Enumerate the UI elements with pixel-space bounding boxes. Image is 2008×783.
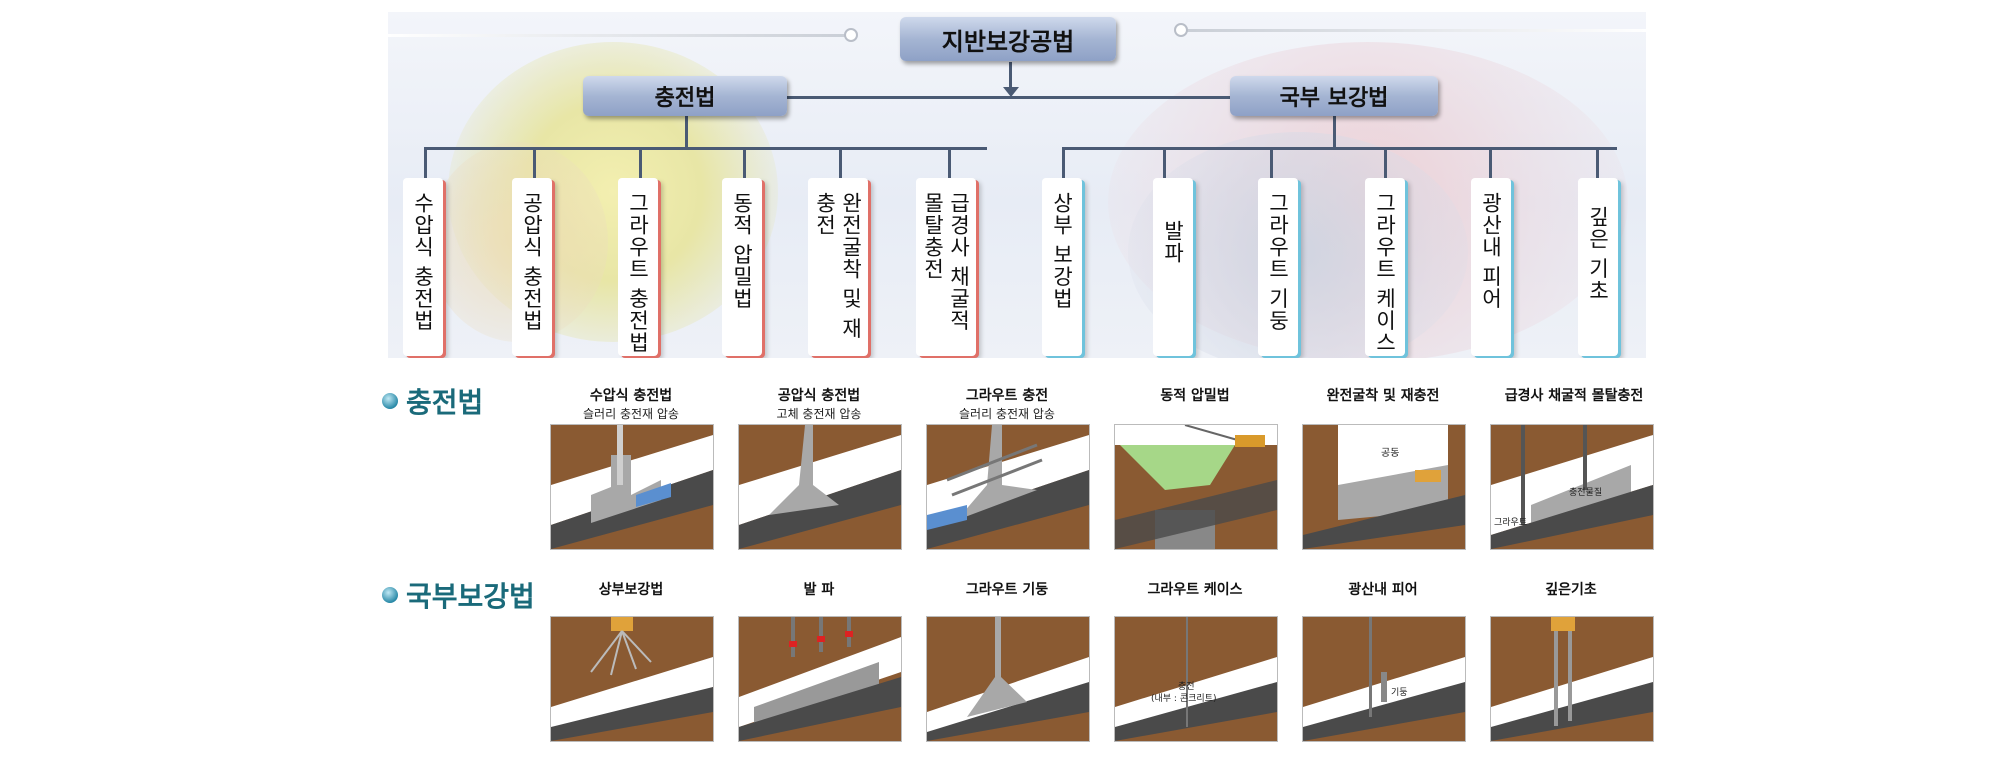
connector-line xyxy=(1489,147,1492,179)
connector-line xyxy=(1384,147,1387,179)
illustration-mine-pier: 기둥 xyxy=(1302,616,1466,742)
leaf-label: 그라우트 케이스 xyxy=(1373,192,1397,354)
section-title: 충전법 xyxy=(406,386,484,419)
connector-line xyxy=(628,96,1328,99)
leaf-node: 광산내 피어 xyxy=(1471,178,1511,356)
illustration-excavation-refill: 공동 xyxy=(1302,424,1466,550)
leaf-label: 발파 xyxy=(1161,220,1185,264)
panel-subcaption: 고체 충전재 압송 xyxy=(776,407,862,421)
decorative-line xyxy=(388,34,853,37)
connector-line xyxy=(1163,147,1166,179)
leaf-label: 완전굴착 및 재충전 xyxy=(813,192,863,340)
leaf-label: 그라우트 충전법 xyxy=(626,192,650,354)
illustration-grout-case: 충전 (내부 : 콘크리트) xyxy=(1114,616,1278,742)
panel-caption: 공압식 충전법 xyxy=(777,388,861,404)
leaf-node: 발파 xyxy=(1153,178,1193,356)
illustration-grout-filling xyxy=(926,424,1090,550)
illustration-deep-foundation xyxy=(1490,616,1654,742)
illustration-grout-column xyxy=(926,616,1090,742)
connector-line xyxy=(743,147,746,179)
leaf-node: 그라우트 기둥 xyxy=(1258,178,1298,356)
panel-subcaption: 슬러리 충전재 압송 xyxy=(583,407,679,421)
hierarchy-panel: 지반보강공법 충전법 국부 보강법 수압식 충전법 공압식 충전법 그라우트 충… xyxy=(388,12,1646,358)
connector-line xyxy=(839,147,842,179)
connector-line xyxy=(1270,147,1273,179)
root-node: 지반보강공법 xyxy=(900,17,1116,61)
leaf-node: 공압식 충전법 xyxy=(512,178,552,356)
connector-line xyxy=(424,147,987,150)
panel-caption: 급경사 채굴적 몰탈충전 xyxy=(1504,388,1644,404)
leaf-label: 수압식 충전법 xyxy=(411,192,435,332)
arrow-down-icon xyxy=(1003,87,1019,97)
illustration-steep-mortar-filling: 충전물질 그라우트 xyxy=(1490,424,1654,550)
leaf-node: 상부 보강법 xyxy=(1042,178,1082,356)
panel-caption: 수압식 충전법 xyxy=(589,388,673,404)
leaf-node: 깊은 기초 xyxy=(1578,178,1618,356)
leaf-label: 광산내 피어 xyxy=(1479,192,1503,310)
connector-line xyxy=(533,147,536,179)
connector-line xyxy=(424,147,427,179)
illustration-blasting xyxy=(738,616,902,742)
panel-label: (내부 : 콘크리트) xyxy=(1151,693,1216,704)
leaf-label: 동적 압밀법 xyxy=(730,192,754,310)
panel-caption: 광산내 피어 xyxy=(1348,582,1418,598)
panel-subcaption: 슬러리 충전재 압송 xyxy=(959,407,1055,421)
leaf-node: 수압식 충전법 xyxy=(403,178,443,356)
branch-node-filling: 충전법 xyxy=(583,76,787,116)
panel-caption: 깊은기초 xyxy=(1545,582,1597,598)
connector-line xyxy=(948,147,951,179)
section-title: 국부보강법 xyxy=(406,580,535,613)
bullet-icon xyxy=(382,393,398,409)
leaf-node: 급경사 채굴적 몰탈충전 xyxy=(916,178,976,356)
illustration-hydraulic-filling xyxy=(550,424,714,550)
leaf-node: 그라우트 충전법 xyxy=(618,178,658,356)
panel-label: 그라우트 xyxy=(1494,517,1527,528)
panel-label: 충전 xyxy=(1178,681,1195,692)
panel-caption: 동적 압밀법 xyxy=(1160,388,1230,404)
leaf-label: 깊은 기초 xyxy=(1586,206,1610,302)
leaf-node: 동적 압밀법 xyxy=(722,178,762,356)
connector-line xyxy=(1596,147,1599,179)
panel-caption: 그라우트 기둥 xyxy=(965,582,1049,598)
connector-line xyxy=(639,147,642,179)
connector-line xyxy=(1333,116,1336,150)
leaf-node: 그라우트 케이스 xyxy=(1365,178,1405,356)
connector-line xyxy=(685,116,688,150)
connector-line xyxy=(1062,147,1617,150)
panel-caption: 그라우트 충전 xyxy=(965,388,1049,404)
connector-line xyxy=(1009,62,1012,92)
leaf-label: 상부 보강법 xyxy=(1050,192,1074,310)
panel-caption: 완전굴착 및 재충전 xyxy=(1326,388,1440,404)
illustration-pneumatic-filling xyxy=(738,424,902,550)
panel-caption: 발 파 xyxy=(803,582,835,598)
panel-caption: 그라우트 케이스 xyxy=(1147,582,1243,598)
leaf-label: 급경사 채굴적 몰탈충전 xyxy=(921,192,971,332)
illustration-dynamic-compaction xyxy=(1114,424,1278,550)
decorative-dot xyxy=(844,28,858,42)
leaf-node: 완전굴착 및 재충전 xyxy=(808,178,868,356)
connector-line xyxy=(1062,147,1065,179)
panel-label: 공동 xyxy=(1381,447,1399,459)
panel-label: 충전물질 xyxy=(1569,486,1602,498)
branch-node-local-reinforcement: 국부 보강법 xyxy=(1230,76,1438,116)
decorative-dot xyxy=(1174,23,1188,37)
bullet-icon xyxy=(382,587,398,603)
panel-label: 기둥 xyxy=(1391,687,1408,698)
leaf-label: 그라우트 기둥 xyxy=(1266,192,1290,332)
illustration-upper-reinforcement xyxy=(550,616,714,742)
leaf-label: 공압식 충전법 xyxy=(520,192,544,332)
decorative-line xyxy=(1183,29,1646,32)
panel-caption: 상부보강법 xyxy=(598,582,664,598)
